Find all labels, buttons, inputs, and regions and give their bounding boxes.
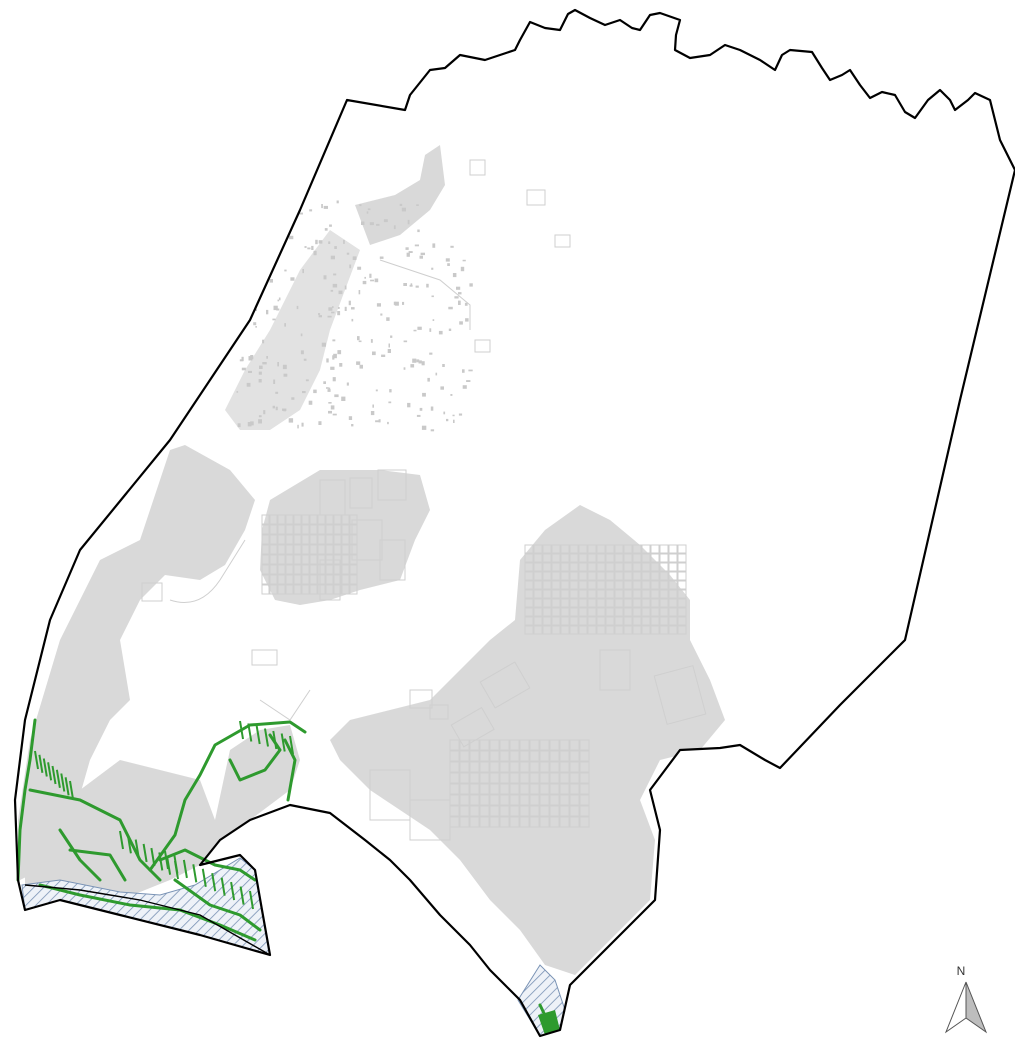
green-network-layer (16, 718, 554, 1032)
parcel-grid-south (449, 739, 590, 828)
municipal-boundary (13, 8, 1015, 1038)
north-arrow-icon: N (944, 964, 988, 1034)
coastline-inner (24, 884, 271, 956)
green-patch-south-tip (538, 1010, 560, 1035)
urban-area-north-block (355, 145, 445, 245)
parcel-outline-layer (141, 159, 707, 841)
urban-area-south-lobe (530, 800, 640, 920)
urban-area-northwest-scatter (225, 230, 360, 430)
parcel-grid-east (524, 544, 687, 635)
north-label: N (957, 964, 966, 978)
urban-area-southwest (25, 725, 300, 905)
urban-area-west-strip (18, 445, 255, 880)
green-network-ticks (34, 720, 294, 910)
parcel-grid-central (261, 514, 358, 595)
